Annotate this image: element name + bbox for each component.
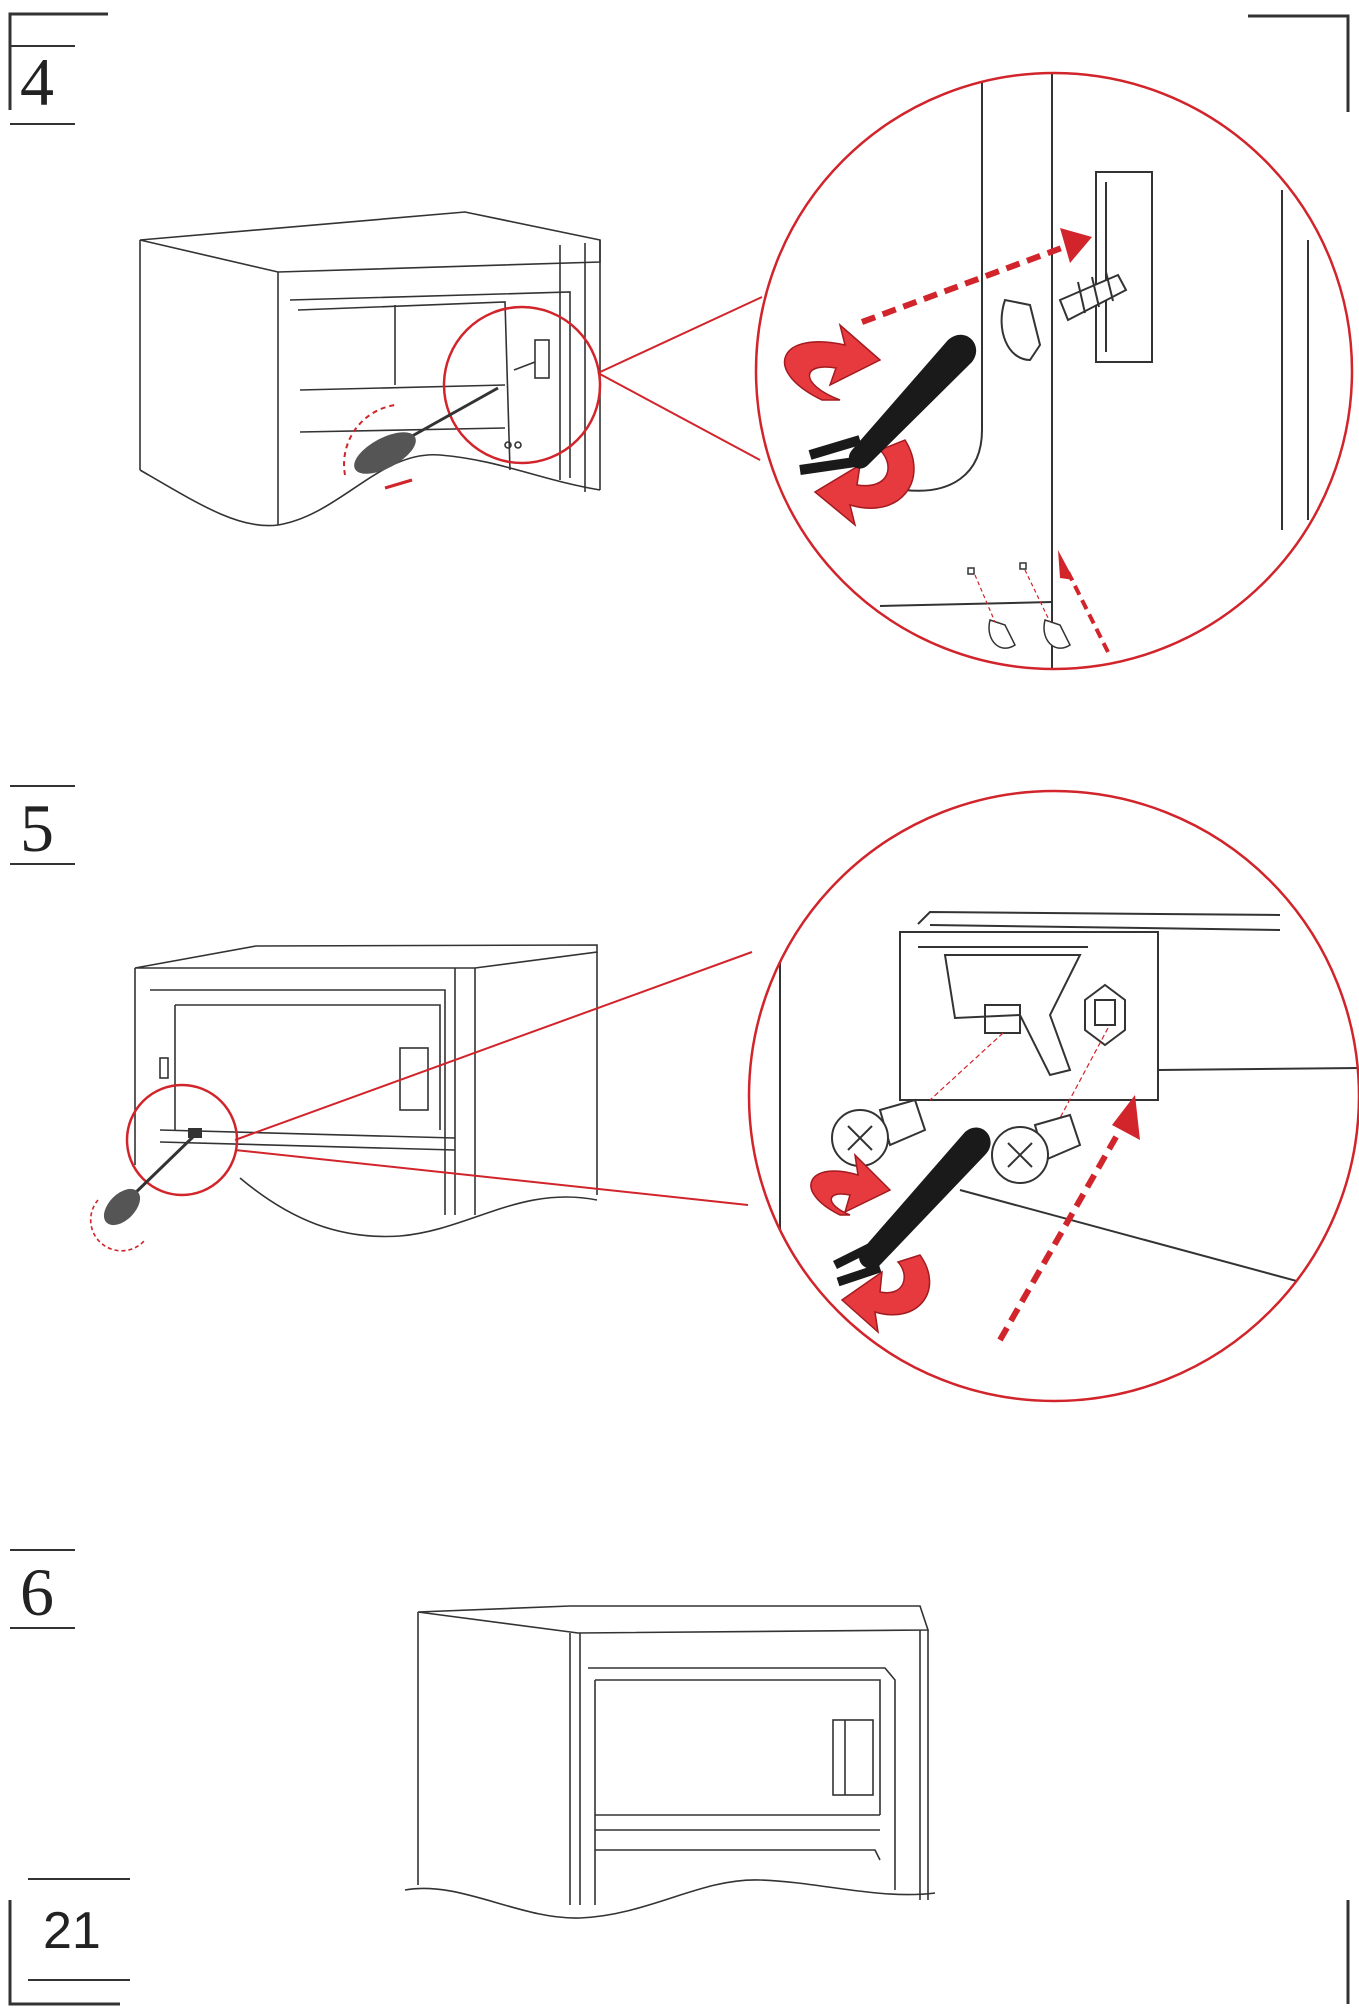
step-4-zoom-circle bbox=[754, 71, 1354, 671]
arrow-icon bbox=[1060, 228, 1092, 263]
step-5-zoom-circle bbox=[747, 789, 1359, 1403]
step-5-illustration bbox=[89, 789, 1359, 1403]
step-number: 6 bbox=[20, 1554, 54, 1630]
step-4-callout-line-top bbox=[597, 296, 763, 374]
rotate-arrow-icon bbox=[810, 1152, 931, 1334]
crop-mark-top-right bbox=[1248, 14, 1350, 112]
screw-icon bbox=[967, 562, 1071, 649]
screw-icon bbox=[831, 1098, 927, 1167]
screwdriver-icon bbox=[832, 1127, 991, 1287]
step-number: 5 bbox=[20, 790, 54, 866]
step-5-zoom-marker bbox=[125, 1083, 239, 1197]
crop-marks bbox=[8, 12, 1350, 2006]
crop-mark-top-left bbox=[8, 12, 108, 110]
rotate-arrow-icon bbox=[783, 322, 915, 528]
step-4-zoom-detail bbox=[783, 73, 1309, 669]
step-5-screwdriver bbox=[103, 1128, 202, 1226]
step-5-zoom-detail bbox=[779, 791, 1359, 1400]
arrow-icon bbox=[1112, 1095, 1140, 1140]
step-4-callout-line-bottom bbox=[597, 372, 761, 461]
step-number: 4 bbox=[20, 44, 54, 120]
crop-mark-bottom-left bbox=[8, 1900, 120, 2006]
step-4-zoom-marker bbox=[442, 305, 602, 465]
screwdriver-icon bbox=[799, 334, 977, 475]
screw-icon bbox=[1000, 271, 1128, 362]
step-5-callout-line-top bbox=[234, 951, 753, 1141]
page-number: 21 bbox=[43, 1902, 101, 1960]
step-5-callout-line-bottom bbox=[234, 1149, 749, 1206]
step-rules bbox=[10, 45, 130, 1981]
step-4-illustration bbox=[139, 71, 1354, 671]
step-4-cabinet bbox=[139, 211, 601, 527]
step-6-illustration bbox=[404, 1605, 936, 1919]
screw-icon bbox=[991, 1113, 1082, 1184]
step-4-screwdriver bbox=[354, 386, 499, 474]
